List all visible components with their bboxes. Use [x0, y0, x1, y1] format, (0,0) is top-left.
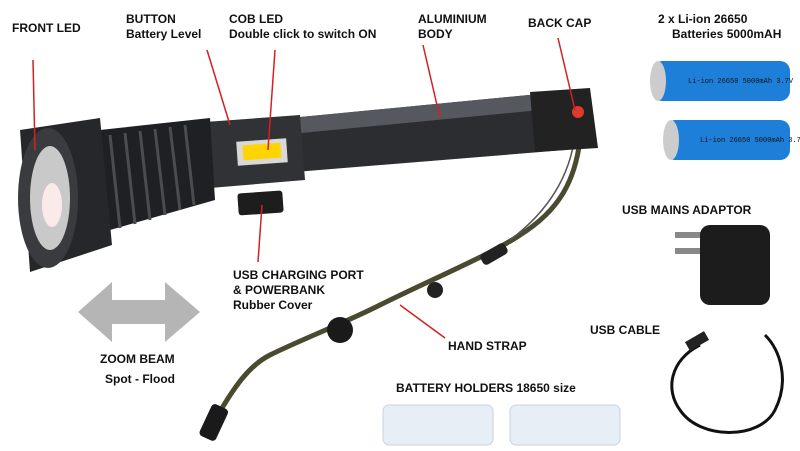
hand-strap	[212, 139, 583, 422]
flashlight	[18, 88, 598, 272]
label-button-title: BUTTON	[126, 12, 176, 26]
battery-1	[650, 61, 790, 101]
strap-bead	[427, 282, 443, 298]
label-front-led: FRONT LED	[12, 21, 81, 35]
battery-print: Li-ion 26650 5000mAh 3.7V	[700, 137, 800, 145]
label-cob-sub: Double click to switch ON	[229, 27, 377, 41]
battery-print: Li-ion 26650 5000mAh 3.7V	[688, 78, 794, 86]
usb-cable	[670, 333, 784, 434]
label-zoom-sub: Spot - Flood	[105, 372, 175, 386]
cob-led	[242, 142, 282, 161]
label-usb-port-3: Rubber Cover	[233, 298, 313, 312]
label-battery-holders: BATTERY HOLDERS 18650 size	[396, 381, 576, 395]
strap-slider	[327, 317, 353, 343]
label-body-2: BODY	[418, 27, 453, 41]
label-button-sub: Battery Level	[126, 27, 202, 41]
label-batteries-1: 2 x Li-ion 26650	[658, 12, 748, 26]
callout-lines	[32, 37, 576, 339]
label-body-1: ALUMINIUM	[418, 12, 487, 26]
usb-mains-adaptor	[675, 225, 770, 305]
label-usb-port-2: & POWERBANK	[233, 283, 325, 297]
label-hand-strap: HAND STRAP	[448, 339, 527, 353]
label-back-cap: BACK CAP	[528, 16, 592, 30]
label-cob-title: COB LED	[229, 12, 283, 26]
label-usb-port-1: USB CHARGING PORT	[233, 268, 364, 282]
zoom-arrow-icon	[78, 282, 200, 342]
label-usb-adaptor: USB MAINS ADAPTOR	[622, 203, 752, 217]
label-usb-cable: USB CABLE	[590, 323, 661, 337]
label-batteries-2: Batteries 5000mAH	[672, 27, 782, 41]
battery-2	[663, 120, 790, 160]
usb-rubber-cover	[237, 190, 284, 216]
label-zoom-beam: ZOOM BEAM	[100, 352, 175, 366]
battery-holder-1	[382, 404, 494, 446]
battery-holder-2	[509, 404, 621, 446]
